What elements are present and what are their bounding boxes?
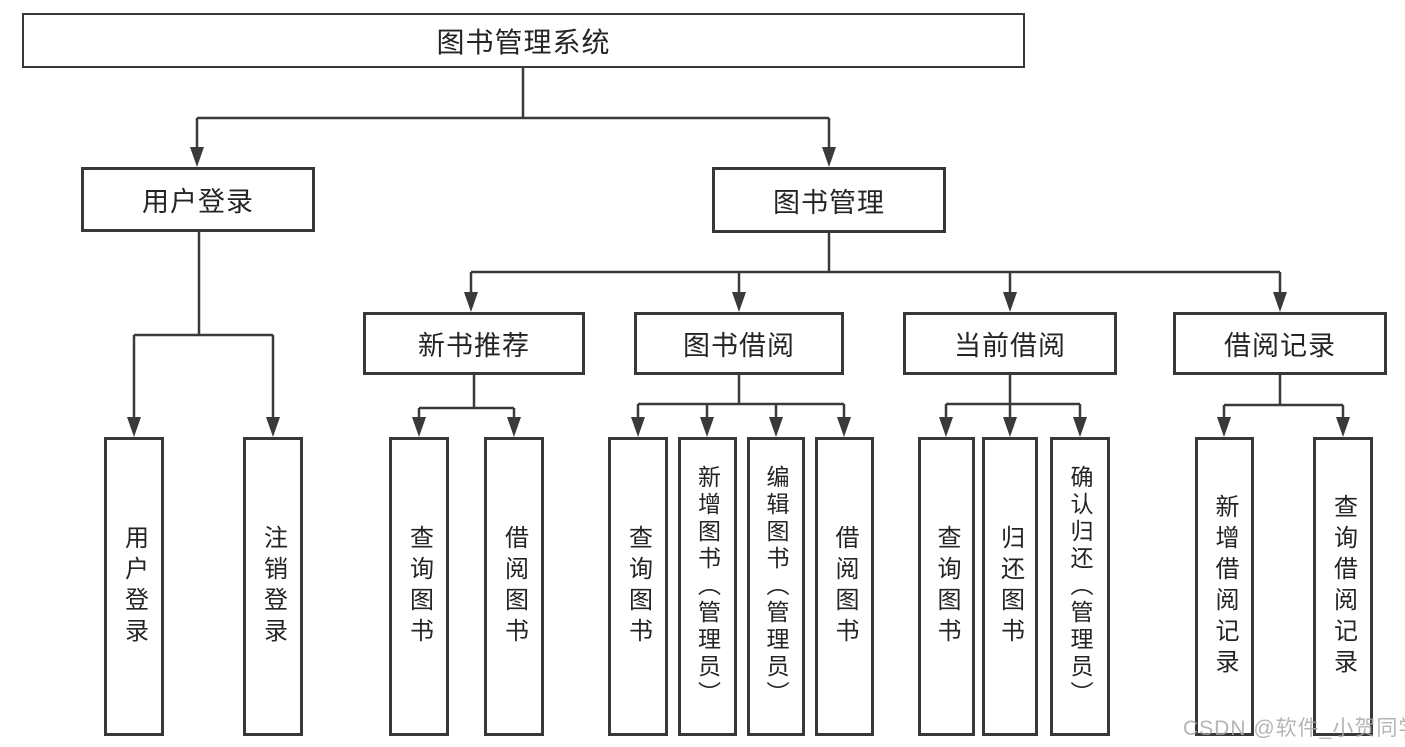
node-borrowing-records: 借阅记录 [1173,312,1387,375]
node-new-book-recommendation: 新书推荐 [363,312,585,375]
leaf-confirm-return-admin: 确认归还（管理员） [1050,437,1110,736]
leaf-add-book-admin: 新增图书（管理员） [678,437,737,736]
leaf-query-books-current: 查询图书 [918,437,975,736]
leaf-query-books-borrow: 查询图书 [608,437,668,736]
node-user-login: 用户登录 [81,167,315,232]
leaf-borrow-books: 借阅图书 [815,437,874,736]
leaf-user-login: 用户登录 [104,437,164,736]
leaf-query-books-recommend: 查询图书 [389,437,449,736]
node-book-borrowing: 图书借阅 [634,312,844,375]
leaf-query-borrow-record: 查询借阅记录 [1313,437,1373,736]
leaf-borrow-books-recommend: 借阅图书 [484,437,544,736]
node-current-borrowing: 当前借阅 [903,312,1117,375]
node-root: 图书管理系统 [22,13,1025,68]
leaf-add-borrow-record: 新增借阅记录 [1195,437,1254,736]
leaf-edit-book-admin: 编辑图书（管理员） [747,437,805,736]
leaf-logout-login: 注销登录 [243,437,303,736]
csdn-watermark: CSDN @软件_小贺同学 [1183,717,1405,740]
node-book-management: 图书管理 [712,167,946,233]
leaf-return-book: 归还图书 [982,437,1038,736]
